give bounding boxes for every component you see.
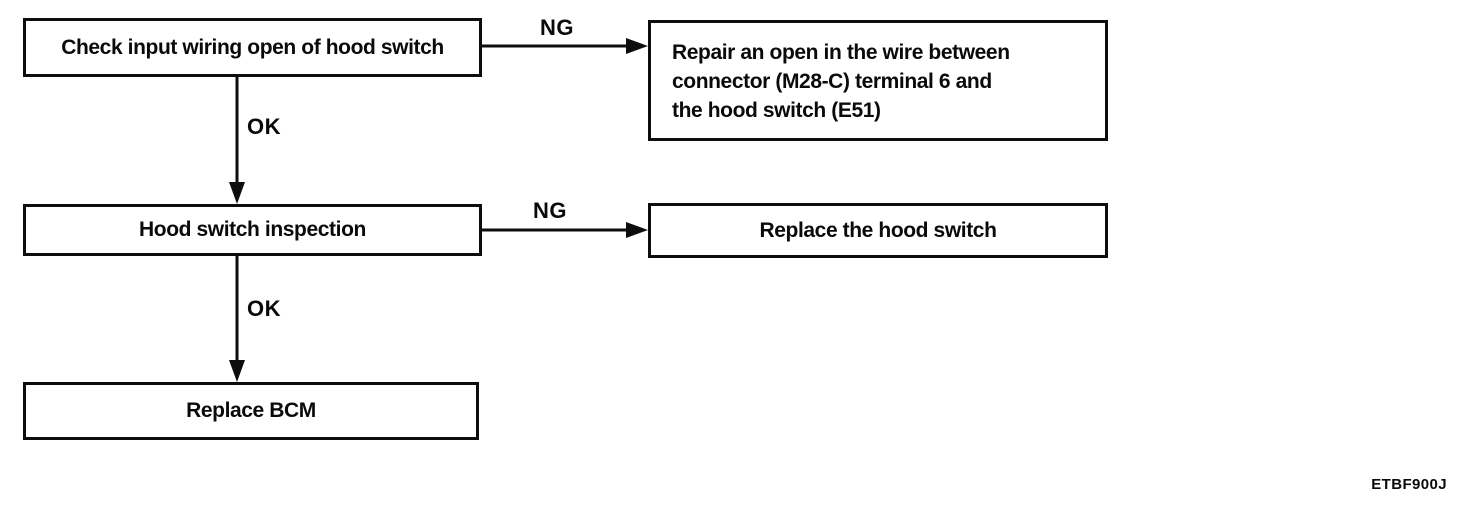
arrowhead-down-icon (229, 360, 245, 382)
figure-code: ETBF900J (1371, 476, 1447, 493)
connector-ok-inspection-to-replace-bcm (229, 256, 245, 382)
edge-label-ok-2: OK (247, 296, 281, 321)
connector-ng-inspection-to-replace-switch (482, 222, 648, 238)
flow-node-repair-line-3: the hood switch (E51) (672, 99, 881, 122)
connector-ok-check-to-inspection (229, 77, 245, 204)
flow-node-check-wiring-label: Check input wiring open of hood switch (61, 35, 444, 59)
flow-node-hood-switch-inspection-label: Hood switch inspection (139, 218, 366, 241)
flow-node-hood-switch-inspection: Hood switch inspection (23, 204, 482, 256)
flow-node-repair-open-wire: Repair an open in the wire between conne… (648, 20, 1108, 141)
flow-node-replace-bcm-label: Replace BCM (186, 399, 316, 422)
flow-node-repair-line-2: connector (M28-C) terminal 6 and (672, 70, 992, 93)
arrowhead-right-icon (626, 222, 648, 238)
edge-label-ok-1: OK (247, 114, 281, 139)
flow-node-replace-hood-switch: Replace the hood switch (648, 203, 1108, 258)
edge-label-ng-2: NG (533, 198, 567, 223)
flow-node-replace-bcm: Replace BCM (23, 382, 479, 440)
flow-node-replace-hood-switch-label: Replace the hood switch (759, 218, 997, 242)
flow-node-repair-line-1: Repair an open in the wire between (672, 41, 1010, 64)
arrowhead-right-icon (626, 38, 648, 54)
flow-node-check-wiring: Check input wiring open of hood switch (23, 18, 482, 77)
edge-label-ng-1: NG (540, 15, 574, 40)
arrowhead-down-icon (229, 182, 245, 204)
